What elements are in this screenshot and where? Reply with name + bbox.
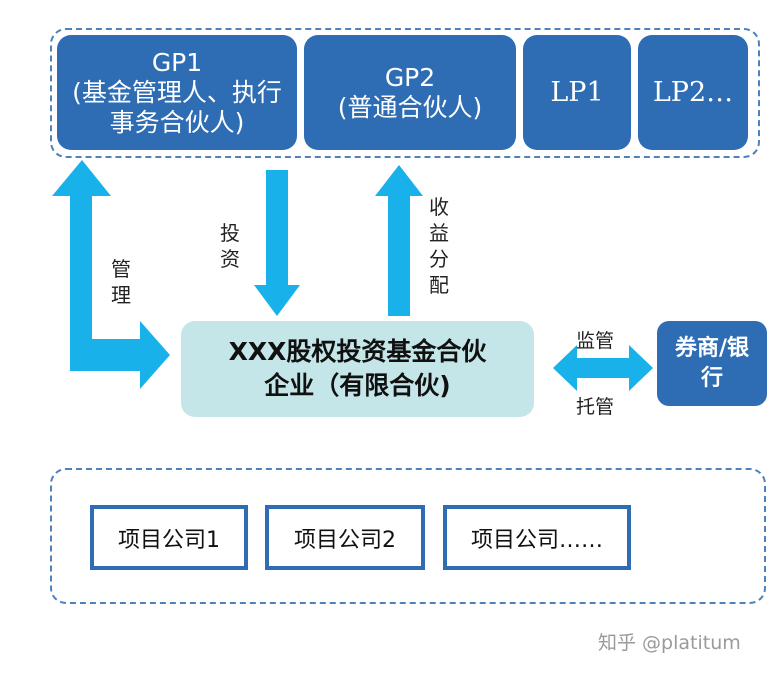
fund-name-line2: 企业（有限合伙) bbox=[264, 371, 451, 400]
fund-name-line1: XXX股权投资基金合伙 bbox=[228, 337, 487, 366]
lp2-title: LP2… bbox=[652, 76, 734, 108]
project-company-more: 项目公司…… bbox=[443, 505, 631, 570]
custody-label: 托管 bbox=[576, 396, 615, 418]
gp2-title: GP2 bbox=[384, 62, 436, 92]
companies-container bbox=[50, 468, 766, 604]
gp1-box: GP1 (基金管理人、执行事务合伙人) bbox=[57, 35, 297, 150]
invest-label: 投资 bbox=[220, 221, 240, 271]
manage-arrow bbox=[52, 160, 170, 389]
lp1-box: LP1 bbox=[523, 35, 631, 150]
project-company-1-label: 项目公司1 bbox=[118, 527, 220, 553]
distribute-arrow bbox=[375, 165, 423, 316]
watermark: 知乎 @platitum bbox=[598, 632, 741, 654]
supervise-label: 监管 bbox=[576, 330, 615, 352]
gp2-subtitle: (普通合伙人) bbox=[337, 92, 483, 122]
supervise-custody-arrow bbox=[553, 345, 653, 391]
manage-label: 管理 bbox=[111, 257, 131, 307]
project-company-2: 项目公司2 bbox=[265, 505, 425, 570]
project-company-more-label: 项目公司…… bbox=[470, 527, 603, 553]
broker-label: 券商/银行 bbox=[674, 335, 750, 391]
broker-box: 券商/银行 bbox=[657, 321, 767, 406]
gp1-title: GP1 bbox=[151, 47, 203, 77]
invest-arrow bbox=[254, 170, 300, 316]
lp1-title: LP1 bbox=[550, 76, 604, 108]
gp2-box: GP2 (普通合伙人) bbox=[304, 35, 516, 150]
project-company-2-label: 项目公司2 bbox=[294, 527, 396, 553]
partners-container bbox=[50, 28, 760, 158]
gp1-subtitle: (基金管理人、执行事务合伙人) bbox=[72, 77, 282, 137]
lp2-box: LP2… bbox=[638, 35, 748, 150]
fund-box: XXX股权投资基金合伙 企业（有限合伙) bbox=[181, 321, 534, 417]
project-company-1: 项目公司1 bbox=[90, 505, 248, 570]
distribute-label: 收益分配 bbox=[429, 195, 449, 297]
